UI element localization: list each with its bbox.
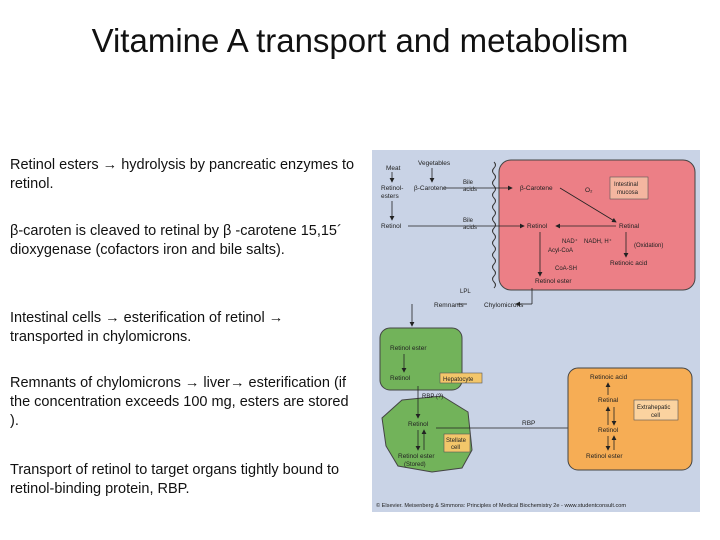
copyright-footer: © Elsevier. Meisenberg & Simmons: Princi… — [376, 502, 626, 509]
oxygen-label: O₂ — [585, 187, 593, 194]
intestinal-mucosa-label: Intestinal — [614, 182, 638, 188]
rbp-label: RBP — [522, 420, 535, 427]
brush-border — [492, 161, 496, 289]
lumen-beta-carotene-label: β-Carotene — [414, 185, 447, 192]
bile-acids-label-2: Bile — [463, 218, 474, 224]
stellate-retinol-label: Retinol — [408, 421, 429, 428]
lpl-label: LPL — [460, 289, 471, 295]
lumen-retinol-esters-label: Retinol- — [381, 185, 403, 192]
stellate-retinol-ester-label: Retinol ester — [398, 453, 435, 460]
nadh-label: NADH, H⁺ — [584, 238, 612, 245]
svg-text:cell: cell — [451, 445, 460, 451]
remnants-label: Remnants — [434, 302, 464, 309]
retinoic-acid-label: Retinoic acid — [610, 260, 648, 267]
svg-text:acids: acids — [463, 187, 477, 193]
paragraph-liver-storage: Remnants of chylomicrons → liver→ esteri… — [10, 375, 349, 429]
stellate-cell — [381, 395, 473, 473]
nad-label: NAD⁺ — [562, 238, 578, 245]
lumen-retinol-label: Retinol — [381, 223, 402, 230]
stellate-cell-label: Stellate — [446, 438, 467, 444]
mucosa-retinol-label: Retinol — [527, 223, 548, 230]
oxidation-label: (Oxidation) — [634, 243, 663, 249]
extrahepatic-retinol-label: Retinol — [598, 427, 619, 434]
extrahepatic-retinol-ester-label: Retinol ester — [586, 453, 623, 460]
slide-title: Vitamine A transport and metabolism — [91, 22, 629, 59]
coa-sh-label: CoA-SH — [555, 266, 577, 272]
rbp-question-label: RBP (?) — [422, 394, 443, 400]
stored-label: (Stored) — [404, 462, 426, 468]
hepatocyte-label: Hepatocyte — [443, 377, 474, 383]
paragraph-esterification: Intestinal cells → esterification of ret… — [10, 310, 284, 345]
bile-acids-label-1: Bile — [463, 180, 474, 186]
liver-retinol-ester-label: Retinol ester — [390, 345, 427, 352]
svg-text:esters: esters — [381, 193, 399, 200]
svg-text:acids: acids — [463, 225, 477, 231]
extrahepatic-retinoic-acid-label: Retinoic acid — [590, 374, 628, 381]
mucosa-retinol-ester-label: Retinol ester — [535, 278, 572, 285]
paragraph-hydrolysis: Retinol esters → hydrolysis by pancreati… — [10, 157, 355, 192]
mucosa-beta-carotene-label: β-Carotene — [520, 185, 553, 192]
meat-label: Meat — [386, 165, 401, 172]
chylomicrons-label: Chylomicrons — [484, 302, 524, 309]
metabolism-diagram: Meat Vegetables Retinol- esters β-Carote… — [372, 150, 700, 512]
extrahepatic-cell — [567, 367, 693, 471]
svg-text:mucosa: mucosa — [617, 190, 639, 196]
acyl-coa-label: Acyl-CoA — [548, 248, 573, 254]
extrahepatic-retinal-label: Retinal — [598, 397, 619, 404]
paragraph-rbp-transport: Transport of retinol to target organs ti… — [10, 462, 340, 497]
liver-retinol-label: Retinol — [390, 375, 411, 382]
mucosa-retinal-label: Retinal — [619, 223, 640, 230]
paragraph-carotene-cleavage: β-caroten is cleaved to retinal by β -ca… — [10, 223, 342, 258]
svg-text:cell: cell — [651, 413, 660, 419]
extrahepatic-cell-label: Extrahepatic — [637, 405, 670, 411]
vegetables-label: Vegetables — [418, 160, 451, 167]
